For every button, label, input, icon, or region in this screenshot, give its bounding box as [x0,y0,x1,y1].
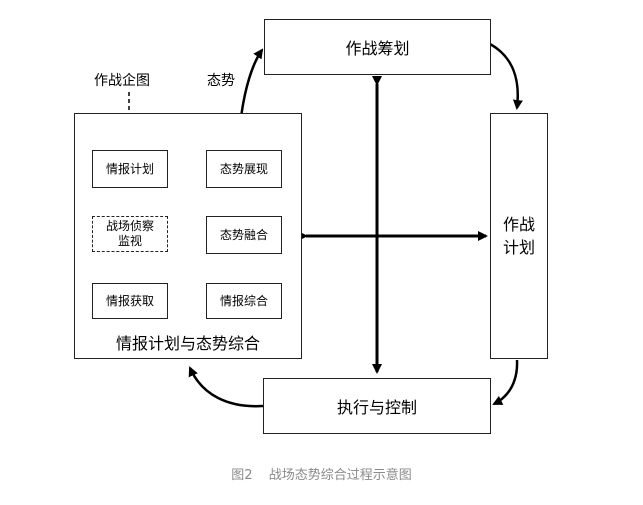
node-intel-plan: 情报计划 [92,150,168,188]
node-situation-display: 态势展现 [206,150,282,188]
panel-intel-planning-situation-title: 情报计划与态势综合 [115,334,260,353]
arrow-planning-to-plan [489,42,523,110]
node-combat-planning: 作战筹划 [264,19,491,75]
node-combat-plan-label-line2: 计划 [502,238,535,257]
node-situation-fusion: 态势融合 [206,216,282,254]
arrow-plan-to-execution [492,359,519,406]
node-intel-acquire-label: 情报获取 [105,293,154,308]
node-situation-display-label: 态势展现 [219,161,268,176]
node-combat-planning-label: 作战筹划 [345,39,410,58]
node-battlefield-recon-label-line2: 监视 [117,234,142,248]
node-intel-plan-label: 情报计划 [105,161,154,176]
figure-caption-number: 图2 [231,468,253,483]
node-combat-plan: 作战 计划 [490,113,548,359]
figure-caption-title: 战场态势综合过程示意图 [268,468,412,483]
figure-caption: 图2 战场态势综合过程示意图 [0,464,643,483]
node-situation-fusion-label: 态势融合 [219,227,268,242]
node-intel-acquire: 情报获取 [92,283,168,319]
edge-label-combat-intent: 作战企图 [94,73,150,89]
node-battlefield-recon: 战场侦察 监视 [92,216,168,252]
node-intel-synthesis: 情报综合 [206,283,282,319]
node-intel-synthesis-label: 情报综合 [219,293,268,308]
node-execution-control: 执行与控制 [263,378,491,434]
node-battlefield-recon-label-line1: 战场侦察 [105,219,154,233]
arrow-execution-to-intel [188,366,264,408]
edge-label-situation: 态势 [207,73,235,89]
node-combat-plan-label-line1: 作战 [502,214,535,234]
node-execution-control-label: 执行与控制 [336,398,417,417]
